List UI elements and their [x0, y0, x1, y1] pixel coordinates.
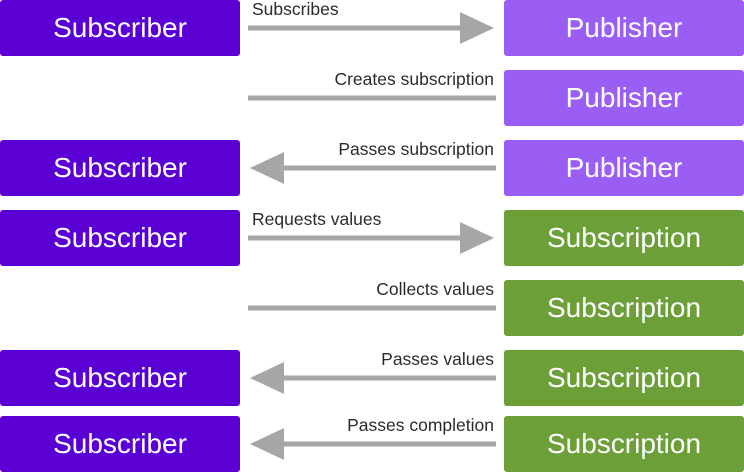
subscription-box: Subscription [504, 210, 744, 266]
subscriber-box: Subscriber [0, 0, 240, 56]
connector: Passes completion [248, 415, 496, 472]
publisher-box: Publisher [504, 70, 744, 126]
diagram-row: Subscriber Subscribes Publisher [0, 0, 744, 56]
connector-label: Requests values [252, 209, 382, 229]
subscription-box: Subscription [504, 350, 744, 406]
connector-line-icon [248, 305, 496, 311]
connector: Passes values [248, 349, 496, 406]
left-arrow-icon [250, 428, 496, 460]
subscription-box: Subscription [504, 416, 744, 472]
right-arrow-icon [248, 222, 494, 254]
connector-label: Passes values [381, 349, 494, 369]
connector-label: Passes completion [347, 415, 494, 435]
subscriber-box: Subscriber [0, 416, 240, 472]
diagram-row: Subscriber Passes subscription Publisher [0, 139, 744, 196]
left-arrow-icon [250, 152, 496, 184]
connector: Subscribes [248, 0, 496, 56]
diagram-row: Creates subscription Publisher [0, 69, 744, 126]
subscriber-box: Subscriber [0, 350, 240, 406]
diagram-row: Collects values Subscription [0, 279, 744, 336]
connector: Collects values [248, 279, 496, 336]
publisher-box: Publisher [504, 140, 744, 196]
left-arrow-icon [250, 362, 496, 394]
connector-line-icon [248, 95, 496, 101]
subscriber-box: Subscriber [0, 210, 240, 266]
connector: Requests values [248, 209, 496, 266]
publisher-box: Publisher [504, 0, 744, 56]
subscription-box: Subscription [504, 280, 744, 336]
connector: Creates subscription [248, 69, 496, 126]
connector-label: Collects values [376, 279, 494, 299]
diagram-row: Subscriber Passes completion Subscriptio… [0, 415, 744, 472]
diagram-row: Subscriber Requests values Subscription [0, 209, 744, 266]
right-arrow-icon [248, 12, 494, 44]
connector-label: Subscribes [252, 0, 339, 19]
diagram-row: Subscriber Passes values Subscription [0, 349, 744, 406]
subscriber-box: Subscriber [0, 140, 240, 196]
connector: Passes subscription [248, 139, 496, 196]
connector-label: Passes subscription [338, 139, 494, 159]
connector-label: Creates subscription [334, 69, 494, 89]
